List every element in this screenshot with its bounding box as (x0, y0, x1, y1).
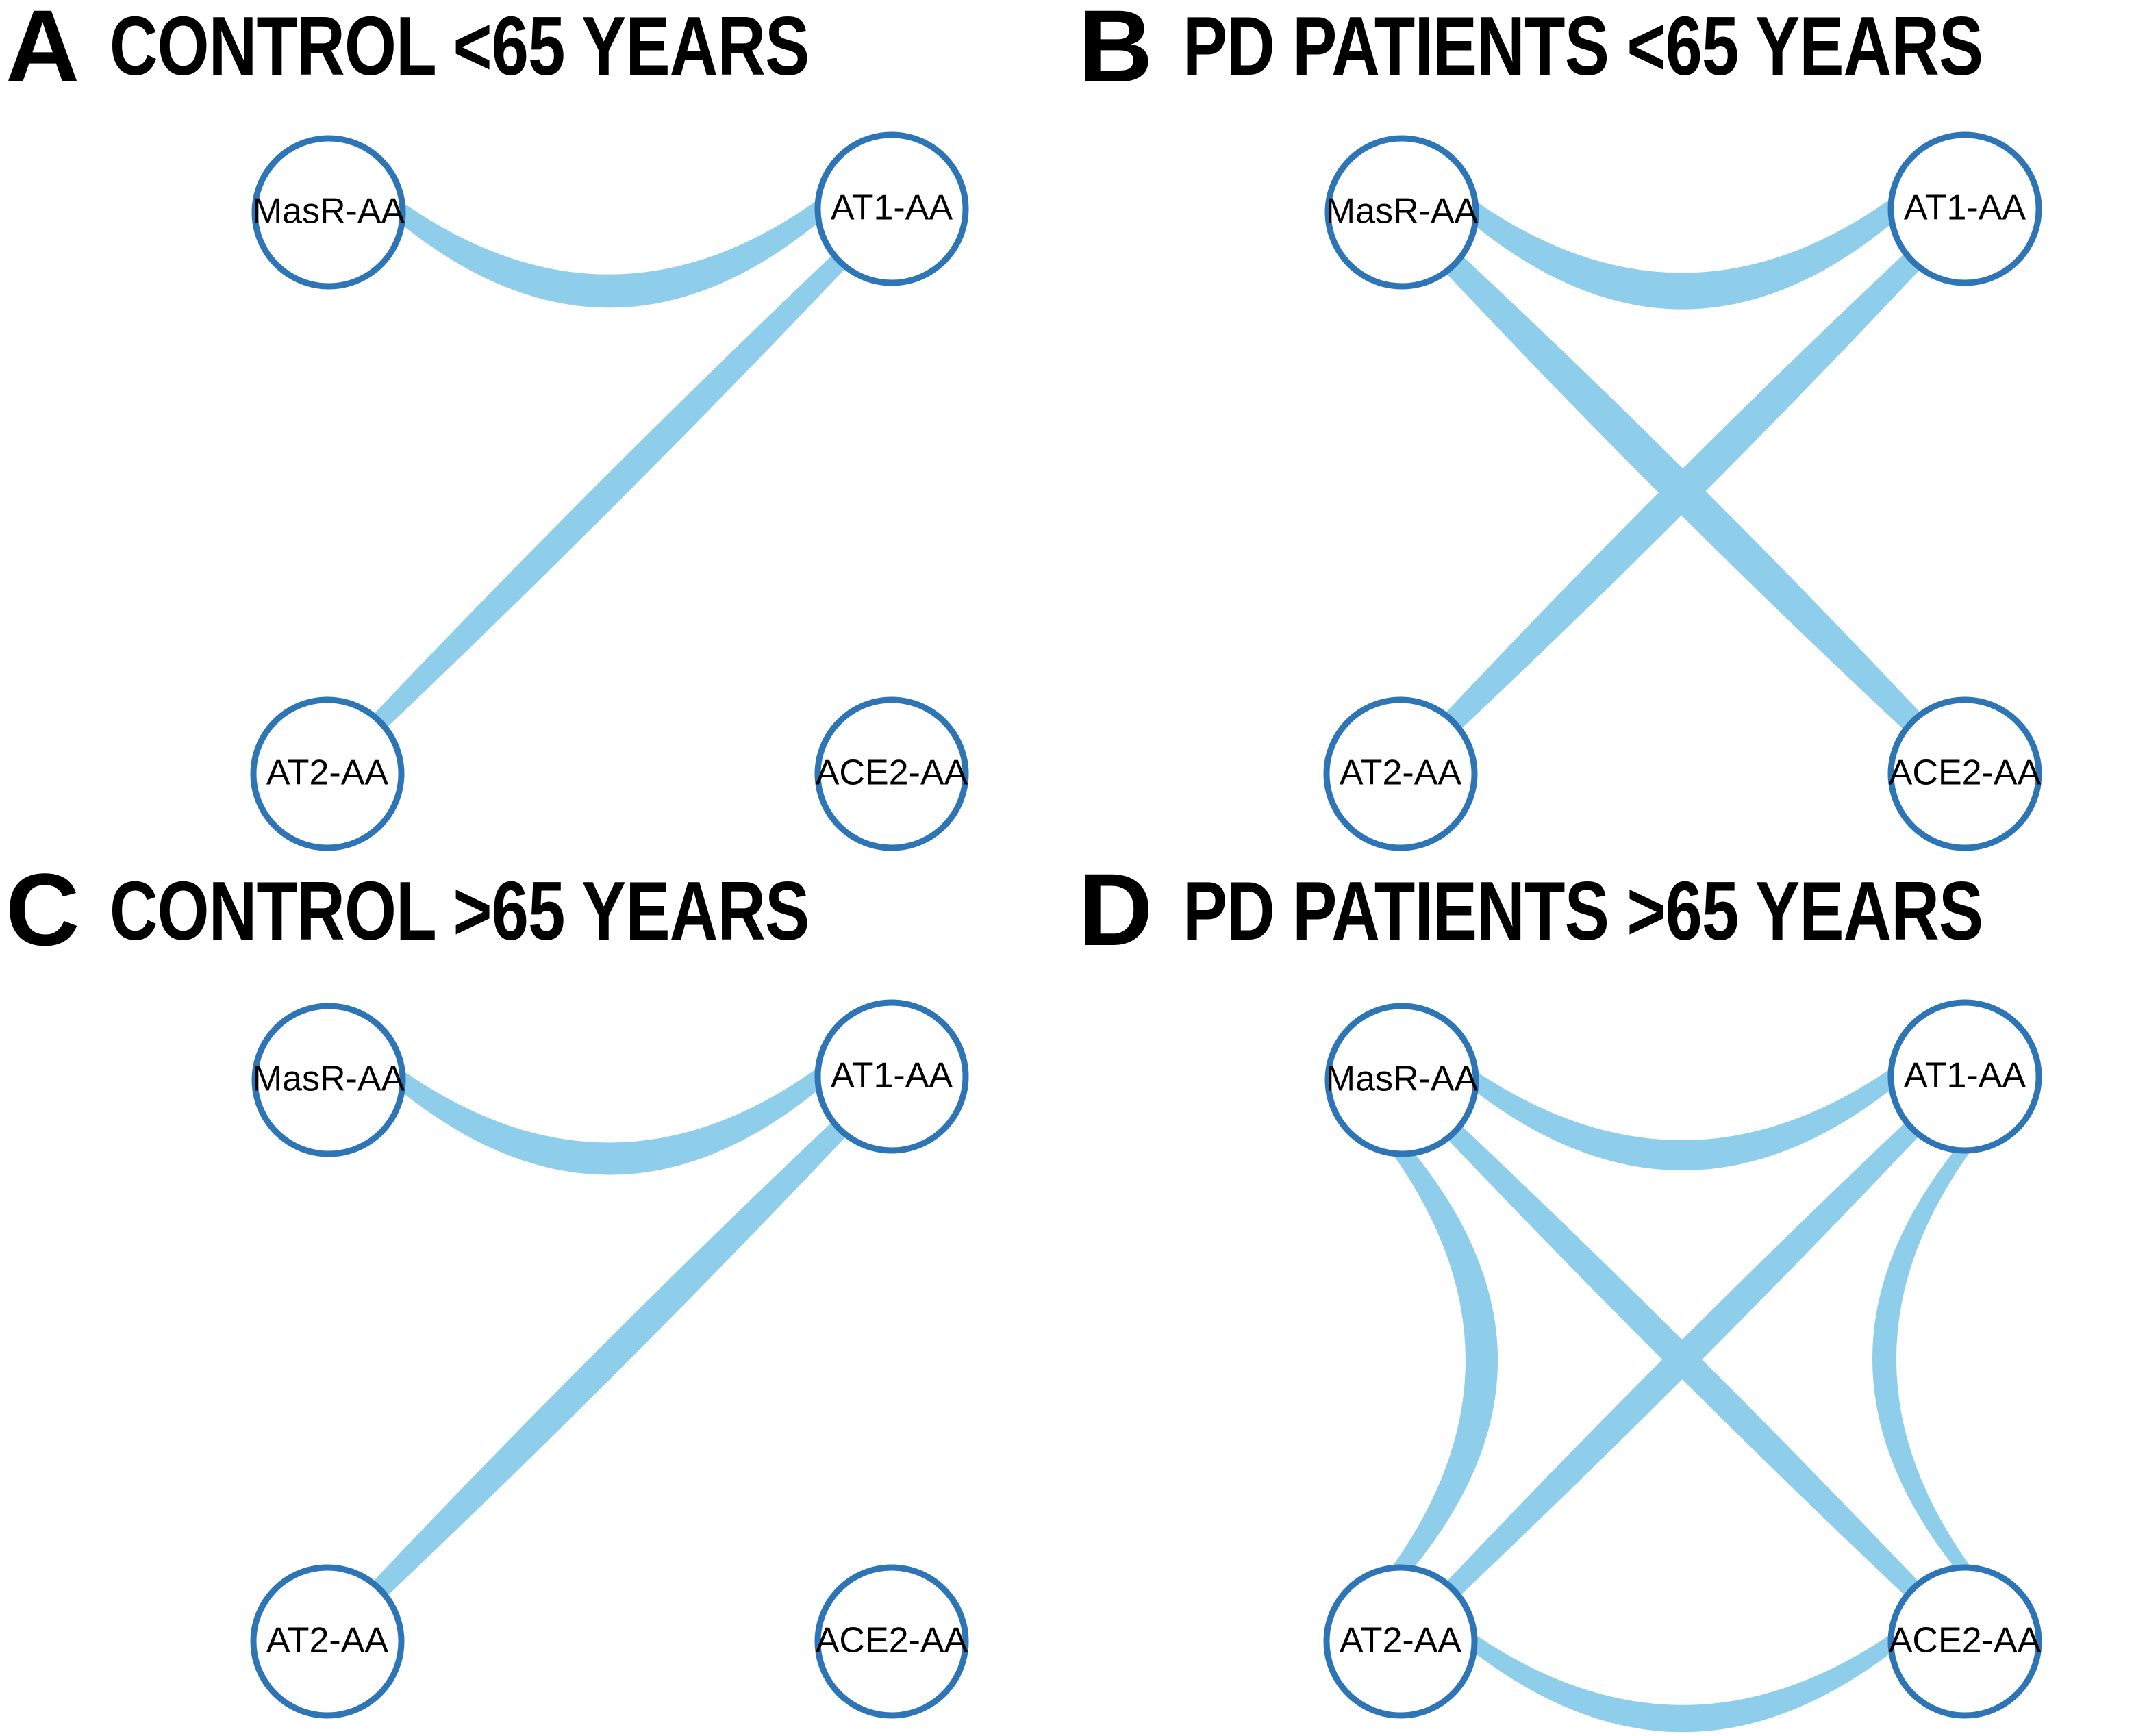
node-circle-at1[interactable] (814, 999, 969, 1154)
node-at1[interactable]: AT1-AA (814, 131, 969, 286)
edge-at1-ace2 (1872, 1148, 1973, 1570)
network-graph-d: MasR-AA AT1-AA AT2-AA ACE2-AA (1323, 999, 2042, 1733)
node-at1[interactable]: AT1-AA (814, 999, 969, 1154)
panel-title-a: CONTROL <65 YEARS (110, 0, 809, 92)
node-circle-masr[interactable] (251, 1003, 406, 1157)
network-graph-c: MasR-AA AT1-AA AT2-AA ACE2-AA (250, 999, 969, 1719)
node-label-at2: AT2-AA (1340, 1621, 1462, 1661)
edge-masr-at1 (399, 1066, 821, 1175)
node-label-at2: AT2-AA (266, 753, 389, 793)
panel-a: A CONTROL <65 YEARS MasR-AA AT1-AA AT2-AA A… (0, 0, 1074, 868)
node-masr[interactable]: MasR-AA (1324, 135, 1479, 290)
node-at1[interactable]: AT1-AA (1887, 999, 2042, 1154)
node-ace2[interactable]: ACE2-AA (814, 1564, 969, 1719)
node-circle-at1[interactable] (1887, 131, 2042, 286)
node-circle-at2[interactable] (250, 1564, 405, 1719)
panel-letter-b: B (1079, 0, 1153, 103)
edge-masr-at2 (1390, 1150, 1498, 1571)
edge-layer (1390, 1066, 1973, 1733)
node-at1[interactable]: AT1-AA (1887, 131, 2042, 286)
node-circle-at2[interactable] (1323, 696, 1478, 851)
edge-layer (371, 197, 849, 730)
node-label-at1: AT1-AA (831, 1056, 953, 1096)
node-at2[interactable]: AT2-AA (250, 696, 405, 851)
edge-masr-at1 (399, 197, 821, 308)
node-label-ace2: ACE2-AA (1889, 753, 2042, 793)
node-circle-masr[interactable] (1324, 135, 1479, 290)
panel-letter-d: D (1079, 852, 1153, 967)
node-masr[interactable]: MasR-AA (251, 135, 406, 290)
node-ace2[interactable]: ACE2-AA (1887, 1564, 2042, 1719)
edge-at2-at1 (1443, 251, 1922, 731)
node-circle-at1[interactable] (814, 131, 969, 286)
edge-at1-at2 (1444, 1120, 1922, 1598)
node-at2[interactable]: AT2-AA (1323, 1564, 1478, 1719)
node-masr[interactable]: MasR-AA (251, 1003, 406, 1157)
node-circle-masr[interactable] (1324, 1003, 1479, 1157)
panel-title-b: PD PATIENTS <65 YEARS (1183, 0, 1983, 92)
node-label-ace2: ACE2-AA (816, 753, 968, 793)
node-label-at2: AT2-AA (266, 1621, 389, 1661)
network-graph-a: MasR-AA AT1-AA AT2-AA ACE2-AA (250, 131, 969, 851)
node-ace2[interactable]: ACE2-AA (1887, 696, 2042, 851)
node-circle-ace2[interactable] (1887, 1564, 2042, 1719)
edge-at2-at1 (371, 1120, 849, 1598)
node-label-masr: MasR-AA (1326, 192, 1479, 231)
node-at2[interactable]: AT2-AA (1323, 696, 1478, 851)
node-circle-masr[interactable] (251, 135, 406, 290)
node-at2[interactable]: AT2-AA (250, 1564, 405, 1719)
panel-title-d: PD PATIENTS >65 YEARS (1183, 864, 1983, 957)
node-layer: MasR-AA AT1-AA AT2-AA ACE2-AA (250, 131, 969, 851)
edge-at2-at1 (371, 253, 849, 730)
node-layer: MasR-AA AT1-AA AT2-AA ACE2-AA (250, 999, 969, 1719)
node-label-at1: AT1-AA (1904, 1056, 2026, 1096)
node-label-ace2: ACE2-AA (816, 1621, 968, 1661)
node-circle-ace2[interactable] (814, 696, 969, 851)
edge-at2-ace2 (1472, 1632, 1894, 1733)
node-label-at1: AT1-AA (831, 188, 953, 228)
node-layer: MasR-AA AT1-AA AT2-AA ACE2-AA (1323, 131, 2042, 851)
node-label-masr: MasR-AA (253, 1059, 405, 1099)
edge-layer (371, 1066, 849, 1598)
node-label-masr: MasR-AA (1326, 1059, 1479, 1099)
panel-title-c: CONTROL >65 YEARS (110, 864, 809, 957)
edge-masr-at1 (1472, 1066, 1894, 1171)
edge-layer (1443, 197, 1923, 732)
node-circle-ace2[interactable] (814, 1564, 969, 1719)
node-layer: MasR-AA AT1-AA AT2-AA ACE2-AA (1323, 999, 2042, 1719)
edge-masr-at1 (1472, 197, 1894, 310)
node-label-at2: AT2-AA (1340, 753, 1462, 793)
node-circle-at2[interactable] (1323, 1564, 1478, 1719)
panel-letter-c: C (5, 852, 79, 967)
node-circle-at2[interactable] (250, 696, 405, 851)
network-graph-b: MasR-AA AT1-AA AT2-AA ACE2-AA (1323, 131, 2042, 851)
panel-letter-a: A (5, 0, 79, 103)
node-circle-at1[interactable] (1887, 999, 2042, 1154)
node-label-ace2: ACE2-AA (1889, 1621, 2042, 1661)
panel-b: B PD PATIENTS <65 YEARS MasR-AA AT1-AA AT2… (1073, 0, 2147, 868)
node-masr[interactable]: MasR-AA (1324, 1003, 1479, 1157)
node-label-at1: AT1-AA (1904, 188, 2026, 228)
node-ace2[interactable]: ACE2-AA (814, 696, 969, 851)
node-label-masr: MasR-AA (253, 192, 405, 231)
node-circle-ace2[interactable] (1887, 696, 2042, 851)
